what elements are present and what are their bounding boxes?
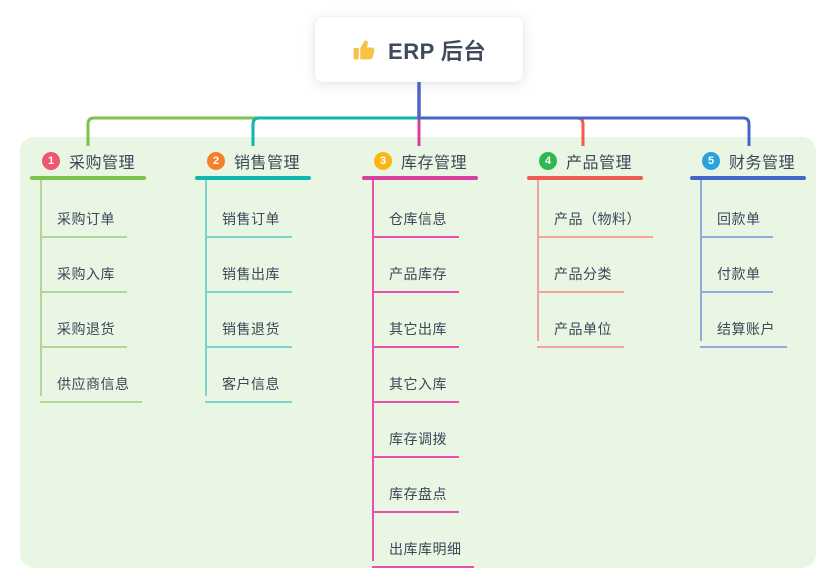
- child-node[interactable]: 销售出库: [205, 255, 292, 293]
- children-connector-line: [40, 180, 42, 396]
- child-node-label: 其它入库: [389, 376, 447, 392]
- branch-label: 销售管理: [234, 155, 301, 172]
- child-node-label: 仓库信息: [389, 211, 447, 227]
- branch-underline: [527, 176, 643, 180]
- child-node-label: 销售退货: [222, 321, 280, 337]
- children-connector-line: [205, 180, 207, 396]
- child-node-label: 销售出库: [222, 266, 280, 282]
- branch-number-badge: 1: [42, 152, 60, 170]
- child-node-label: 回款单: [717, 211, 761, 227]
- branch-underline: [362, 176, 478, 180]
- branch-node[interactable]: 2 销售管理: [207, 150, 300, 172]
- branch-underline: [195, 176, 311, 180]
- child-node-label: 采购退货: [57, 321, 115, 337]
- child-node-label: 产品分类: [554, 266, 612, 282]
- branch-node[interactable]: 1 采购管理: [42, 150, 135, 172]
- branch-node[interactable]: 4 产品管理: [539, 150, 632, 172]
- branch-underline: [30, 176, 146, 180]
- child-node[interactable]: 采购订单: [40, 200, 127, 238]
- child-node[interactable]: 产品（物料）: [537, 200, 653, 238]
- child-node-label: 库存盘点: [389, 486, 447, 502]
- child-node-label: 采购订单: [57, 211, 115, 227]
- child-node[interactable]: 付款单: [700, 255, 773, 293]
- child-node[interactable]: 供应商信息: [40, 365, 142, 403]
- child-node-label: 产品库存: [389, 266, 447, 282]
- child-node[interactable]: 产品库存: [372, 255, 459, 293]
- child-node[interactable]: 库存调拨: [372, 420, 459, 458]
- child-node-label: 销售订单: [222, 211, 280, 227]
- child-node-label: 其它出库: [389, 321, 447, 337]
- children-connector-line: [537, 180, 539, 341]
- branch-label: 库存管理: [401, 155, 468, 172]
- child-node[interactable]: 采购退货: [40, 310, 127, 348]
- child-node[interactable]: 产品分类: [537, 255, 624, 293]
- child-node-label: 产品单位: [554, 321, 612, 337]
- child-node[interactable]: 采购入库: [40, 255, 127, 293]
- branch-label: 产品管理: [566, 155, 633, 172]
- children-connector-line: [372, 180, 374, 561]
- child-node-label: 付款单: [717, 266, 761, 282]
- child-node[interactable]: 回款单: [700, 200, 773, 238]
- child-node[interactable]: 产品单位: [537, 310, 624, 348]
- branch-node[interactable]: 3 库存管理: [374, 150, 467, 172]
- branch-number-badge: 5: [702, 152, 720, 170]
- child-node[interactable]: 销售退货: [205, 310, 292, 348]
- child-node-label: 采购入库: [57, 266, 115, 282]
- child-node-label: 产品（物料）: [554, 211, 641, 227]
- child-node[interactable]: 客户信息: [205, 365, 292, 403]
- child-node[interactable]: 销售订单: [205, 200, 292, 238]
- branch-number-badge: 3: [374, 152, 392, 170]
- child-node[interactable]: 结算账户: [700, 310, 787, 348]
- branch-number-badge: 4: [539, 152, 557, 170]
- child-node[interactable]: 其它入库: [372, 365, 459, 403]
- branch-label: 财务管理: [729, 155, 796, 172]
- child-node[interactable]: 仓库信息: [372, 200, 459, 238]
- branches-panel: [20, 137, 816, 568]
- children-connector-line: [700, 180, 702, 341]
- root-node-label: ERP 后台: [388, 38, 486, 64]
- branch-number-badge: 2: [207, 152, 225, 170]
- child-node-label: 客户信息: [222, 376, 280, 392]
- child-node[interactable]: 库存盘点: [372, 475, 459, 513]
- child-node-label: 供应商信息: [57, 376, 130, 392]
- branch-underline: [690, 176, 806, 180]
- thumbs-up-icon: [352, 37, 378, 63]
- child-node-label: 库存调拨: [389, 431, 447, 447]
- branch-node[interactable]: 5 财务管理: [702, 150, 795, 172]
- child-node-label: 结算账户: [717, 321, 775, 337]
- branch-label: 采购管理: [69, 155, 136, 172]
- child-node-label: 出库库明细: [389, 541, 462, 557]
- root-node[interactable]: ERP 后台: [315, 17, 523, 82]
- child-node[interactable]: 出库库明细: [372, 530, 474, 568]
- child-node[interactable]: 其它出库: [372, 310, 459, 348]
